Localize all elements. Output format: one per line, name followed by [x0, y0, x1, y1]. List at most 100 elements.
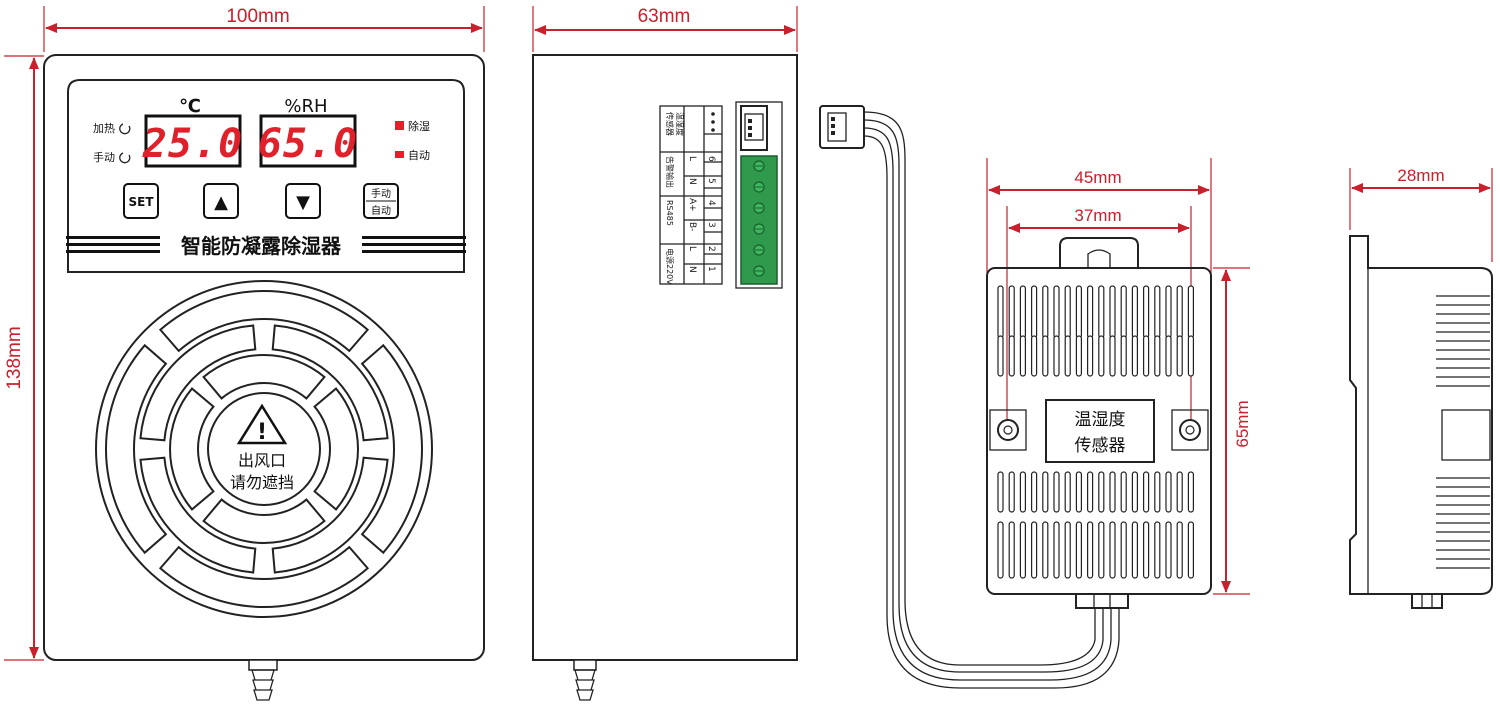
vent-slot	[1086, 471, 1094, 513]
vent-slot	[1075, 335, 1083, 377]
terminal-pin-6: L	[687, 156, 697, 161]
vent-slot	[1154, 521, 1161, 579]
vent-slot	[1053, 285, 1060, 339]
up-button[interactable]: ▲	[203, 183, 239, 219]
sensor-hanger-tab	[1059, 237, 1139, 268]
vent-slot	[1042, 471, 1049, 513]
vent-slot	[1154, 285, 1161, 339]
side-width-label: 63mm	[638, 6, 691, 27]
terminal-block	[740, 155, 778, 285]
vent-slot	[1109, 335, 1116, 377]
warning-line-2: 请勿遮挡	[230, 473, 294, 492]
vent-slot	[1064, 521, 1071, 579]
up-arrow-icon: ▲	[214, 192, 228, 213]
vent-slot	[1120, 471, 1127, 513]
sensor-front-view: 45mm 37mm 65mm 温湿度 传感器	[986, 158, 1252, 609]
vent-slot	[1008, 285, 1015, 339]
sensor-depth-label: 28mm	[1397, 166, 1444, 185]
vent-slot	[1064, 471, 1071, 513]
fan-grille-segment	[169, 387, 215, 511]
terminal-sensor-label-b: 传感器	[665, 112, 675, 136]
terminal-pin-5: N	[687, 178, 697, 185]
fan-grille-segment	[158, 290, 370, 353]
vent-slot	[1064, 335, 1071, 377]
vent-slot	[1131, 285, 1139, 339]
sensor-label-box	[1045, 399, 1155, 463]
set-button[interactable]: SET	[123, 183, 159, 219]
vent-slot	[1053, 471, 1060, 513]
vent-slot	[1064, 285, 1071, 339]
warning-exclamation: !	[257, 420, 267, 445]
vent-slot	[1042, 285, 1049, 339]
vent-slot	[1165, 285, 1172, 339]
terminal-group-power: 电源220V	[665, 248, 675, 285]
vent-slot	[1075, 471, 1083, 513]
vent-slot	[1120, 521, 1127, 579]
vent-slot	[1019, 471, 1027, 513]
vent-slot	[1187, 521, 1195, 579]
vent-slot	[1098, 521, 1105, 579]
control-panel	[67, 79, 465, 273]
fan-grille-segment	[202, 498, 326, 544]
down-button[interactable]: ▼	[285, 183, 321, 219]
heat-indicator-label: 加热	[93, 122, 115, 135]
fan-hub	[207, 392, 321, 506]
sensor-label-line-2: 传感器	[1075, 436, 1126, 456]
vent-slot	[1075, 285, 1083, 339]
mode-button-manual-label: 手动	[371, 187, 391, 200]
front-height-dimension: 138mm	[4, 55, 44, 661]
vent-slot	[1131, 335, 1139, 377]
vent-slot	[1098, 471, 1105, 513]
mode-button[interactable]: 手动 自动	[363, 183, 399, 219]
fan-grille-segment	[271, 456, 389, 574]
sensor-cable	[819, 105, 1120, 689]
down-arrow-icon: ▼	[296, 192, 310, 213]
vent-slot	[1008, 521, 1015, 579]
vent-slot	[1165, 521, 1172, 579]
vent-slot	[1008, 471, 1015, 513]
humidity-value: 65.0	[258, 121, 358, 167]
fan-grille-segment	[202, 354, 326, 400]
front-width-label: 100mm	[226, 6, 289, 27]
vent-slot	[1086, 285, 1094, 339]
side-view: 63mm 温湿度 传感器 6 5 4	[532, 6, 798, 701]
vent-slot	[1176, 335, 1183, 377]
manual-indicator-label: 手动	[93, 150, 115, 164]
humidity-unit-label: %RH	[284, 96, 327, 117]
vent-slot	[1019, 521, 1027, 579]
warning-line-1: 出风口	[238, 451, 286, 470]
vent-slot	[1131, 471, 1139, 513]
sensor-label-line-1: 温湿度	[1075, 410, 1126, 430]
vent-slot	[997, 521, 1004, 579]
fan-grille	[95, 280, 433, 618]
dehumidify-led-icon	[395, 121, 404, 130]
vent-slot	[1086, 335, 1094, 377]
terminal-sensor-label-a: 温湿度	[675, 112, 685, 136]
sensor-height-label: 65mm	[1233, 400, 1252, 447]
fan-grille-segment	[139, 456, 257, 574]
product-name-banner: 智能防凝露除湿器	[66, 234, 466, 258]
vent-slot	[1086, 521, 1094, 579]
fan-grille-segment	[139, 324, 257, 442]
vent-slot	[1053, 335, 1060, 377]
temp-display	[144, 114, 242, 168]
fan-grille-segment	[271, 324, 389, 442]
front-view: 100mm 138mm ℃ %RH 25.0 65.0 加热 手动 除湿 自动	[4, 6, 485, 701]
sensor-mount-hole-right-icon	[1179, 419, 1201, 441]
sensor-side-view: 28mm	[1349, 166, 1493, 609]
sensor-vents	[997, 285, 1195, 579]
vent-slot	[1019, 335, 1027, 377]
sensor-cable-gland	[1075, 593, 1129, 609]
warning-area: ! 出风口 请勿遮挡	[230, 403, 294, 492]
terminal-number-3: 3	[706, 222, 716, 228]
terminal-pin-3: B-	[687, 222, 697, 231]
sensor-mount-hole-left-icon	[997, 419, 1019, 441]
terminal-label-table: 温湿度 传感器 6 5 4 3 2 1 L N A+ B- L N 告警输出 R…	[659, 105, 723, 285]
vent-slot	[1154, 471, 1161, 513]
vent-slot	[1187, 471, 1195, 513]
terminal-pin-1: N	[687, 266, 697, 273]
vent-slot	[1042, 335, 1049, 377]
humidity-display	[259, 114, 357, 168]
temp-unit-label: ℃	[179, 96, 201, 117]
heat-indicator-icon	[119, 123, 131, 135]
